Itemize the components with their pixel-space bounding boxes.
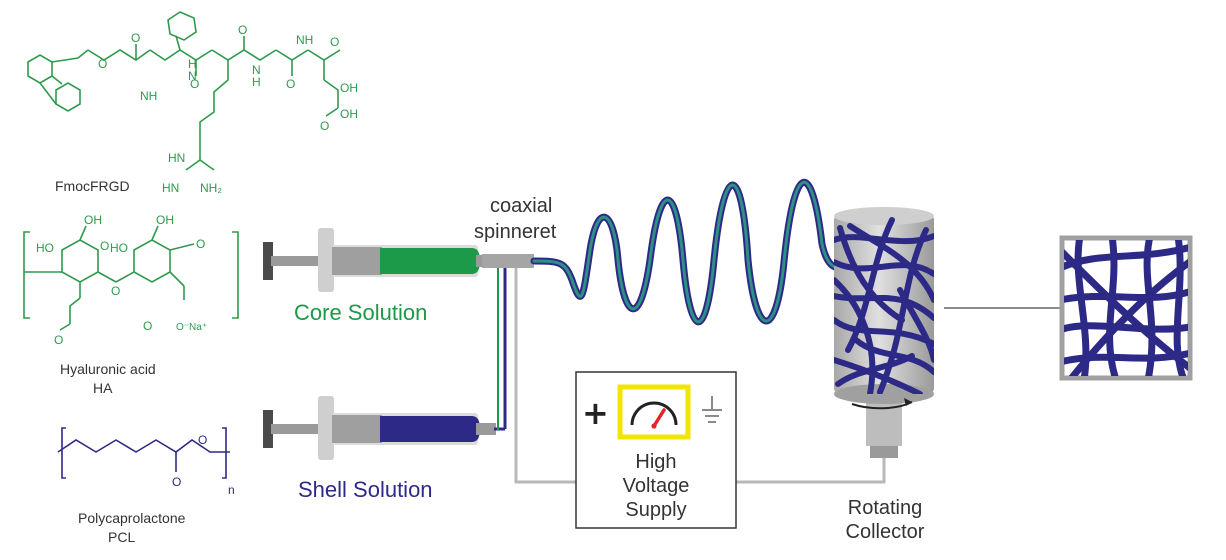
- pcl-abbr-label: PCL: [108, 529, 135, 545]
- atom-hn: HN: [162, 181, 179, 195]
- atom-oh: OH: [84, 213, 102, 227]
- atom-nh2: NH₂: [200, 181, 222, 195]
- atom-o: O: [143, 319, 152, 333]
- voltage-gauge: [617, 384, 691, 440]
- atom-ho: HO: [36, 241, 54, 255]
- atom-o: O: [320, 119, 329, 133]
- atom-n: N: [188, 69, 197, 83]
- atom-n: n: [228, 483, 235, 497]
- atom-o: O: [238, 23, 247, 37]
- spinneret-label-line2: spinneret: [474, 221, 557, 243]
- atom-oh: OH: [340, 81, 358, 95]
- shell-solution-label: Shell Solution: [298, 477, 433, 502]
- coaxial-spinneret: [482, 254, 534, 268]
- atom-h: H: [252, 75, 261, 89]
- fiber-mat-zoom: [1059, 235, 1193, 381]
- atom-oh: OH: [340, 107, 358, 121]
- collector-fiber-mat: [834, 217, 934, 394]
- fmocfrgd-structure: [27, 11, 341, 171]
- atom-nh: NH: [296, 33, 313, 47]
- fmocfrgd-atoms: O O NH O N H O N H O NH O OH O OH HN HN …: [98, 23, 358, 195]
- atom-hn: HN: [168, 151, 185, 165]
- atom-o: O: [98, 57, 107, 71]
- power-label-line2: Voltage: [623, 475, 690, 497]
- atom-oh: OH: [156, 213, 174, 227]
- gauge-needle: [652, 408, 666, 428]
- pcl-atoms: O O n: [172, 433, 235, 497]
- ha-structure: [23, 225, 239, 331]
- atom-o: O: [330, 35, 339, 49]
- gauge-arc: [630, 401, 678, 426]
- atom-o: O: [286, 77, 295, 91]
- atom-o: O: [172, 475, 181, 489]
- collector-label-line2: Collector: [846, 521, 925, 543]
- atom-h: H: [188, 57, 197, 71]
- plus-symbol: +: [582, 394, 609, 432]
- atom-o: O: [54, 333, 63, 347]
- ground-icon: [702, 396, 722, 423]
- rotating-collector: [834, 207, 934, 458]
- core-solution-label: Core Solution: [294, 300, 427, 325]
- shell-syringe: [263, 396, 496, 460]
- feed-lines: [494, 262, 507, 431]
- pcl-name-label: Polycaprolactone: [78, 510, 186, 526]
- atom-o: O: [131, 31, 140, 45]
- core-syringe: [263, 228, 492, 292]
- high-voltage-supply: [575, 371, 737, 529]
- pcl-structure: [57, 427, 230, 479]
- ha-abbr-label: HA: [93, 380, 113, 396]
- ground-wires: [514, 268, 1060, 484]
- atom-o: O: [196, 237, 205, 251]
- power-label-line1: High: [635, 451, 676, 473]
- atom-nh: NH: [140, 89, 157, 103]
- atom-n: N: [252, 63, 261, 77]
- ha-name-label: Hyaluronic acid: [60, 361, 156, 377]
- spinneret-label-line1: coaxial: [490, 195, 552, 217]
- atom-o: O: [198, 433, 207, 447]
- atom-ona: O⁻Na⁺: [176, 322, 207, 333]
- atom-ho: HO: [110, 241, 128, 255]
- atom-o: O: [111, 284, 120, 298]
- collector-label-line1: Rotating: [848, 497, 923, 519]
- atom-o: O: [100, 239, 109, 253]
- power-label-line3: Supply: [625, 499, 686, 521]
- ha-atoms: OH OH HO HO O O O O O O⁻Na⁺: [36, 213, 207, 347]
- electrospinning-jet: [530, 178, 844, 326]
- atom-o: O: [190, 77, 199, 91]
- fmocfrgd-label: FmocFRGD: [55, 178, 130, 194]
